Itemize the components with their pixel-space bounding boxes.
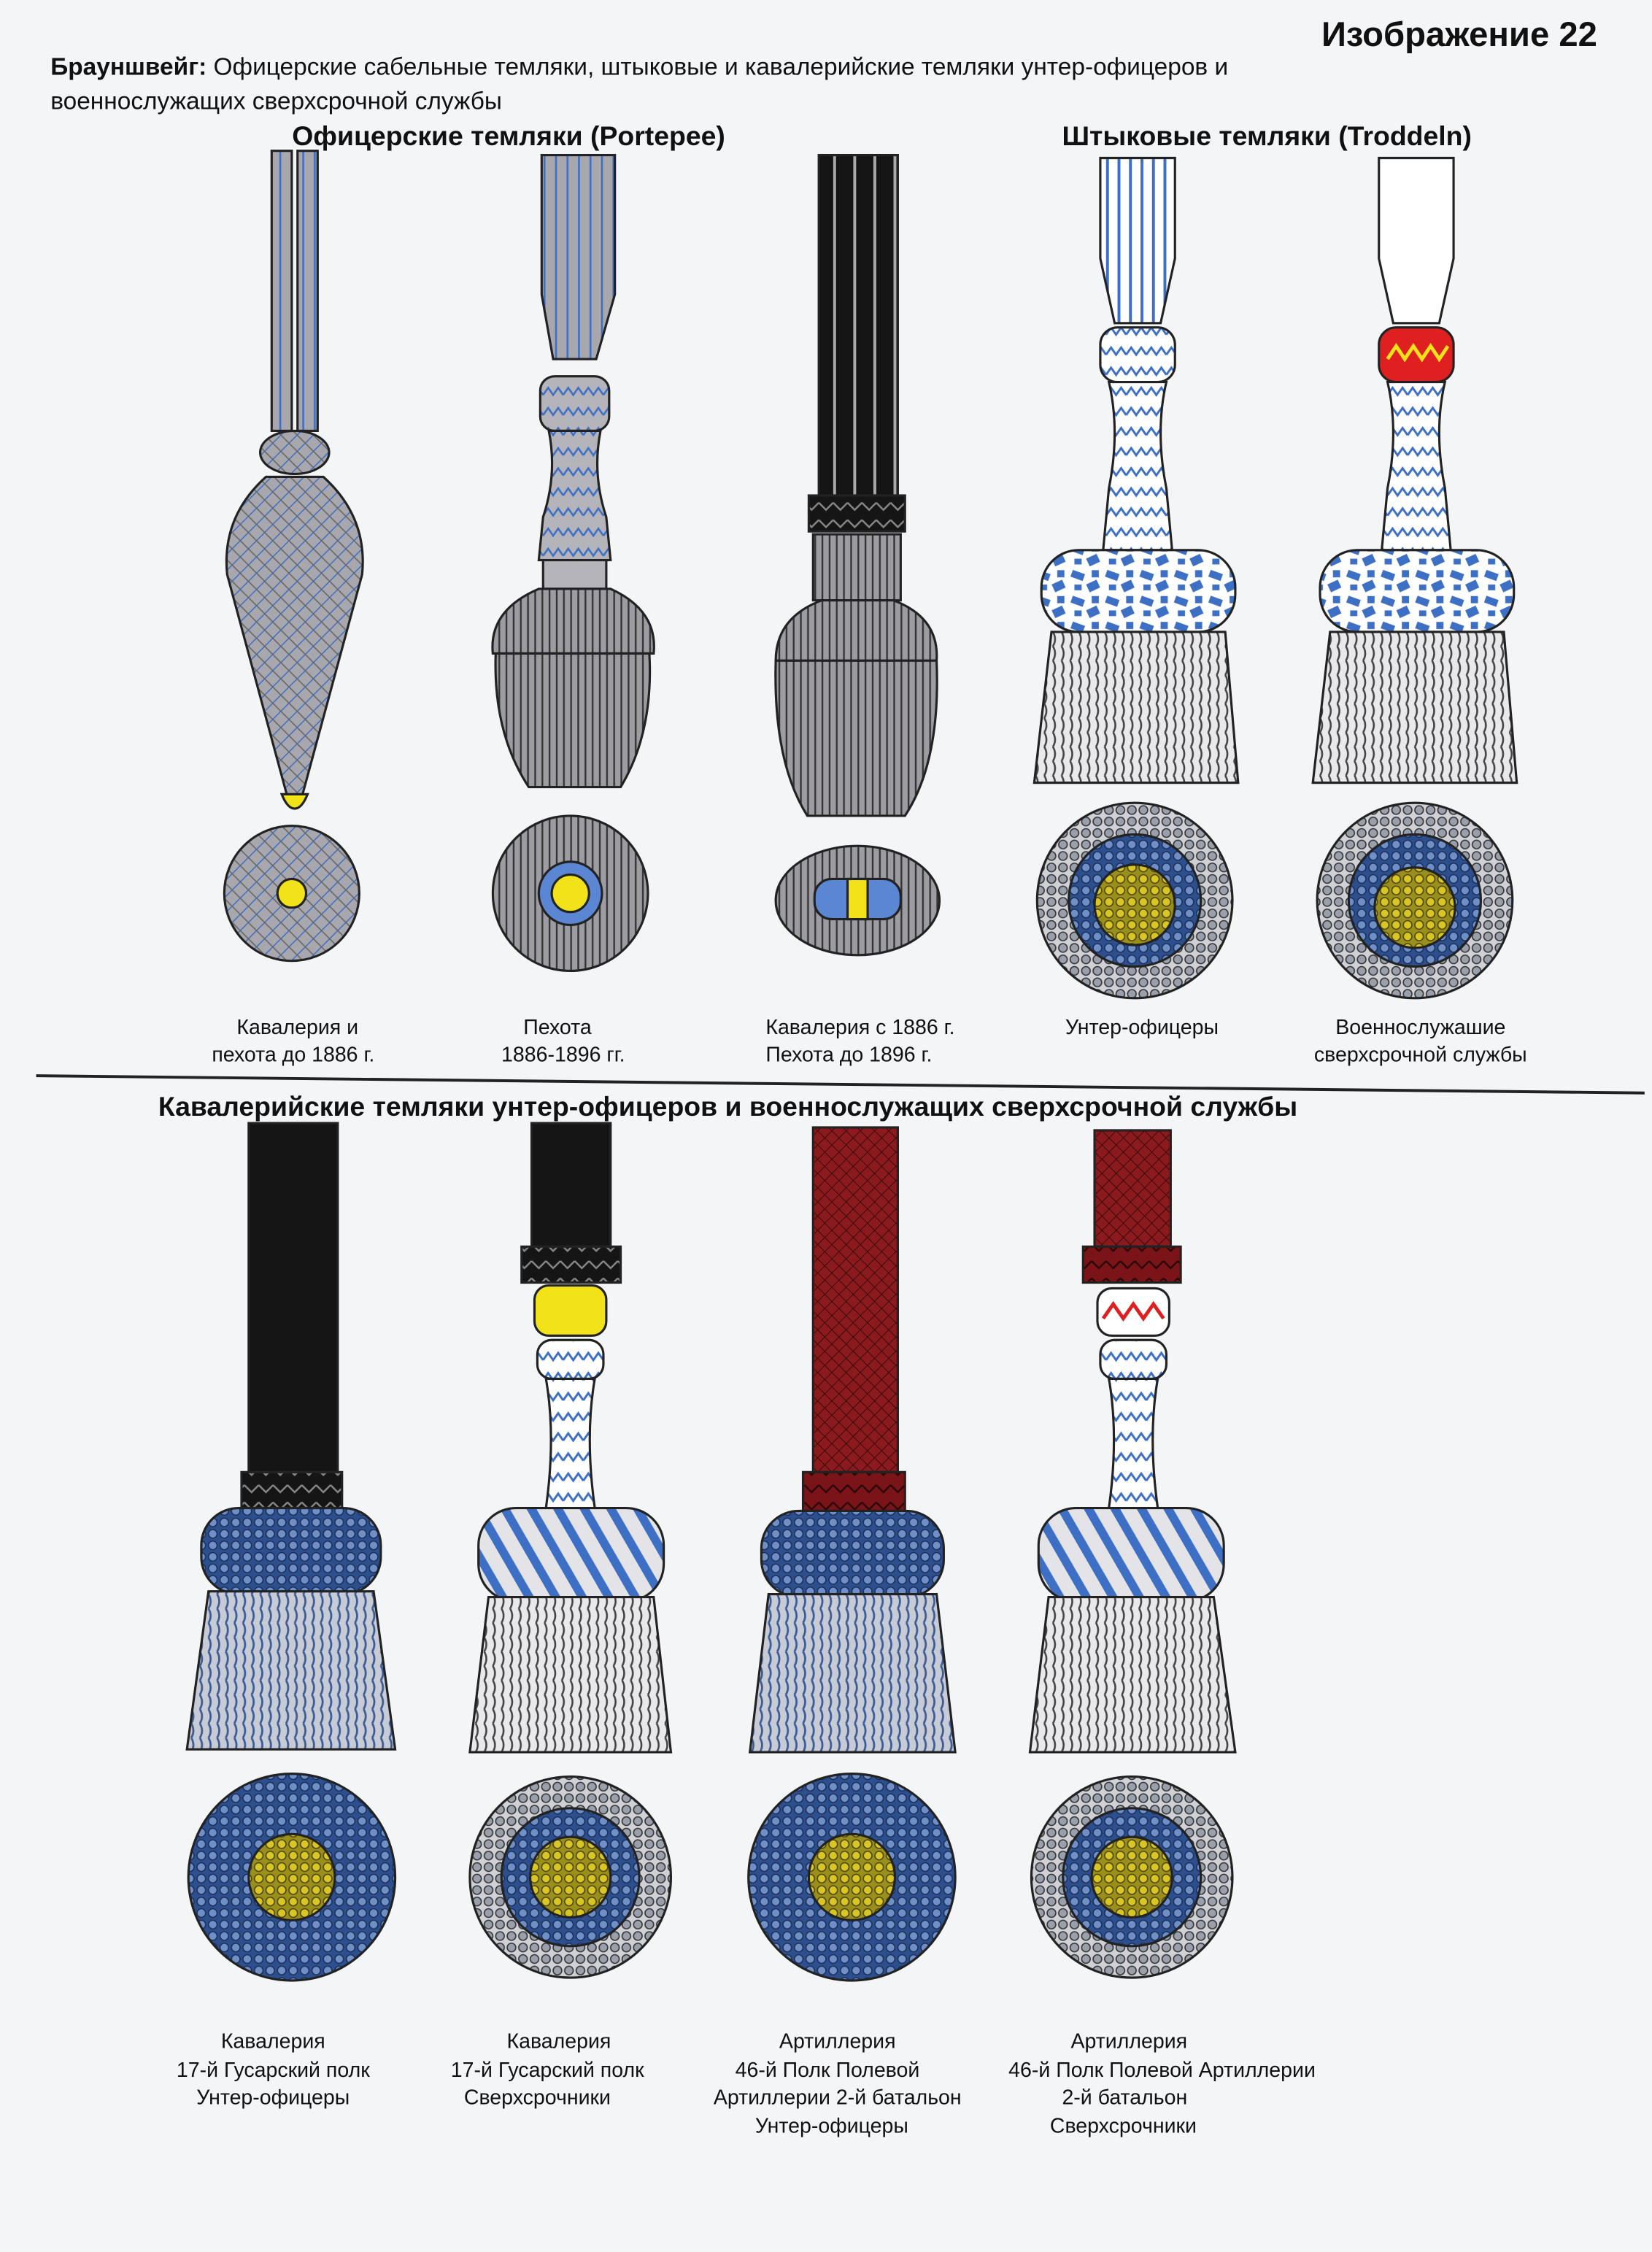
caption-line: Унтер-офицеры	[1065, 1016, 1219, 1039]
caption-line: 17-й Гусарский полк	[451, 2059, 644, 2082]
caption-line: 2-й батальон	[1062, 2086, 1187, 2109]
caption-line: 1886-1896 гг.	[501, 1043, 625, 1066]
section-heading-bayonet: Штыковые темляки (Troddeln)	[1062, 120, 1471, 151]
caption-line: 17-й Гусарский полк	[177, 2059, 370, 2082]
tassel-artillery-long-service	[1028, 1129, 1237, 1979]
caption-line: 46-й Полк Полевой Артиллерии	[1008, 2059, 1316, 2082]
tassel-officer-cavalry-from1886	[774, 153, 941, 957]
section-divider	[36, 1074, 1645, 1095]
caption-line: Кавалерия и	[236, 1016, 358, 1039]
caption-line: Кавалерия с 1886 г.	[765, 1016, 954, 1039]
tassel-bayonet-long-service	[1311, 156, 1518, 1000]
tassel-cavalry-hussar-nco	[185, 1122, 397, 1982]
caption-line: 46-й Полк Полевой	[736, 2059, 920, 2082]
caption-line: Пехота	[523, 1016, 592, 1039]
caption-line: Кавалерия	[221, 2030, 325, 2054]
tassel-cavalry-hussar-long-service	[468, 1122, 673, 1979]
page-title-line-1: Брауншвейг: Офицерские сабельные темляки…	[50, 53, 1228, 80]
tassel-officer-cavalry-pre1886	[223, 150, 364, 963]
caption-line: Артиллерия	[1070, 2030, 1187, 2054]
tassel-bayonet-nco	[1032, 156, 1240, 1000]
caption-line: сверхсрочной службы	[1314, 1043, 1527, 1066]
top-captions: Кавалерия и пехота до 1886 г. Пехота 188…	[212, 1016, 1526, 1066]
title-bold: Брауншвейг:	[50, 53, 206, 80]
caption-line: Пехота до 1896 г.	[765, 1043, 932, 1066]
caption-line: Артиллерии 2-й батальон	[714, 2086, 962, 2109]
title-rest: Офицерские сабельные темляки, штыковые и…	[206, 53, 1228, 80]
caption-line: Сверхсрочники	[464, 2086, 611, 2109]
tassel-officer-infantry-1886-1896	[491, 153, 655, 973]
figure-number: Изображение 22	[1321, 15, 1597, 54]
caption-line: Военнослужашие	[1335, 1016, 1505, 1039]
page-title-line-2: военнослужащих сверхсрочной службы	[50, 88, 502, 115]
caption-line: Кавалерия	[506, 2030, 611, 2054]
caption-line: пехота до 1886 г.	[212, 1043, 374, 1066]
caption-line: Унтер-офицеры	[196, 2086, 350, 2109]
caption-line: Унтер-офицеры	[755, 2115, 908, 2138]
caption-line: Сверхсрочники	[1050, 2115, 1197, 2138]
tassel-artillery-nco	[747, 1126, 957, 1982]
caption-line: Артиллерия	[779, 2030, 896, 2054]
section-heading-officer: Офицерские темляки (Portepee)	[292, 120, 725, 151]
bottom-captions: Кавалерия 17-й Гусарский полк Унтер-офиц…	[177, 2030, 1316, 2138]
section-heading-cavalry: Кавалерийские темляки унтер-офицеров и в…	[158, 1091, 1297, 1122]
